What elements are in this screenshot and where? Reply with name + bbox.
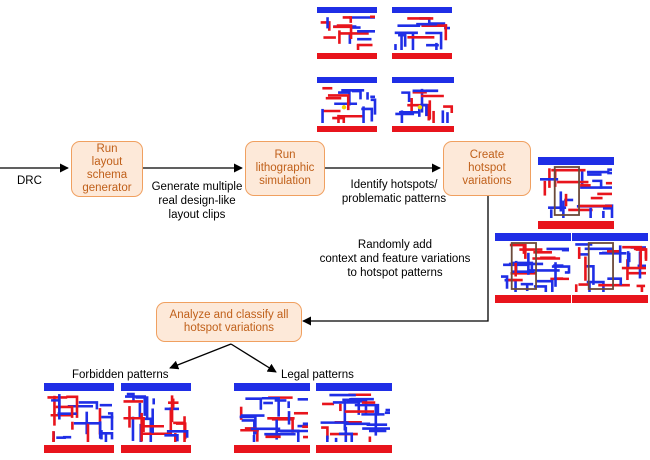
run-layout-schema-generator-text: Run layout schema generator <box>82 143 132 194</box>
identify-hotspots-label: Identify hotspots/ problematic patterns <box>341 179 447 205</box>
hotspot-variation-clip-1 <box>538 157 614 229</box>
run-layout-schema-generator-box: Run layout schema generator <box>71 141 143 197</box>
generate-clips-label: Generate multiple real design-like layou… <box>151 181 243 221</box>
litho-layout-clip-4 <box>392 77 454 132</box>
to-legal-arrow <box>230 343 277 373</box>
drc-label: DRC <box>17 175 42 187</box>
to-forbidden-arrow <box>169 343 232 370</box>
litho-layout-clip-3 <box>317 77 377 132</box>
legal-patterns-label: Legal patterns <box>281 369 354 381</box>
analyze-classify-text: Analyze and classify all hotspot variati… <box>169 309 289 334</box>
hotspot-variation-clip-2 <box>495 233 571 303</box>
forbidden-pattern-clip-1 <box>44 383 114 453</box>
litho-layout-clip-2 <box>392 7 452 59</box>
variations-to-analyze-arrow <box>302 196 489 326</box>
create-hotspot-variations-box: Create hotspot variations <box>443 141 531 196</box>
random-add-label: Randomly add context and feature variati… <box>319 239 471 279</box>
legal-pattern-clip-2 <box>316 383 392 453</box>
analyze-classify-box: Analyze and classify all hotspot variati… <box>156 302 302 342</box>
run-lithographic-simulation-text: Run lithographic simulation <box>255 149 315 187</box>
litho-layout-clip-1 <box>317 7 377 59</box>
forbidden-pattern-clip-2 <box>121 383 191 453</box>
legal-pattern-clip-1 <box>234 383 310 453</box>
create-hotspot-variations-text: Create hotspot variations <box>462 149 512 187</box>
forbidden-patterns-label: Forbidden patterns <box>72 369 169 381</box>
hotspot-variation-clip-3 <box>572 233 648 303</box>
run-lithographic-simulation-box: Run lithographic simulation <box>245 141 325 196</box>
